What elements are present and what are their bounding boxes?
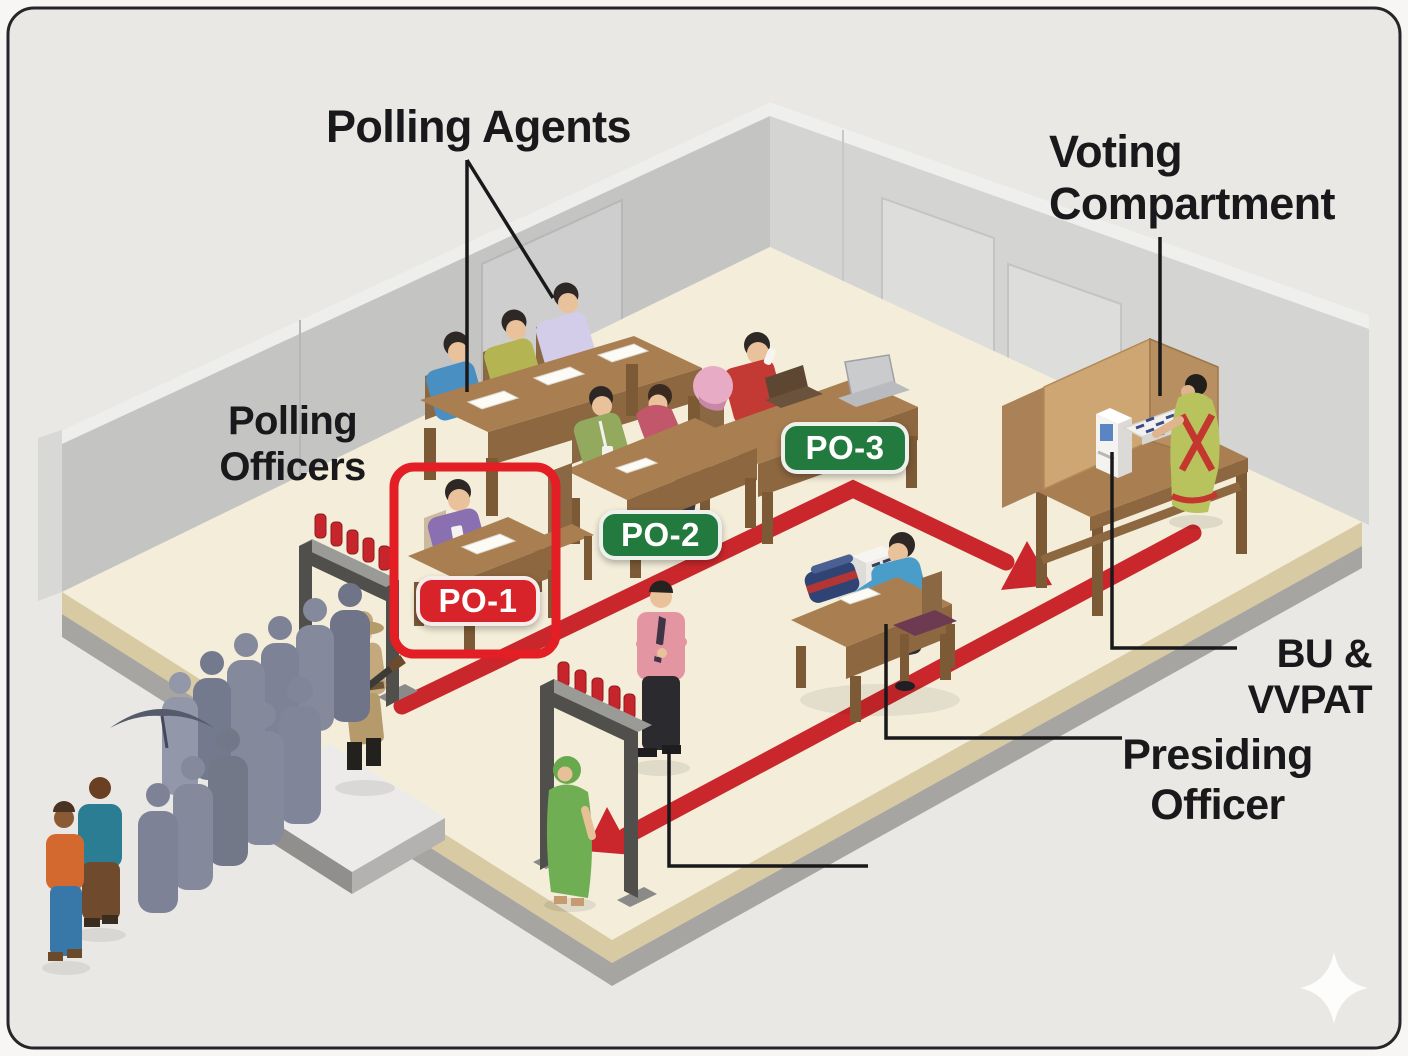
laptop-silver <box>838 354 910 407</box>
polling-officers-label: Polling Officers <box>219 399 366 490</box>
vvpat-machine <box>1096 408 1132 478</box>
sparkle-icon <box>1300 952 1368 1024</box>
flow-arrowhead-to-exit <box>585 807 633 855</box>
voter-orange-shirt <box>42 801 90 975</box>
polling-agents-label: Polling Agents <box>326 101 632 152</box>
pointer-presiding-officer <box>884 624 1122 740</box>
polling-bag <box>804 554 860 603</box>
voter-in-saree <box>1152 374 1223 529</box>
po2-badge: PO-2 <box>599 510 722 560</box>
register-paper <box>614 457 659 474</box>
umbrella <box>110 709 214 749</box>
agent-paper <box>466 390 520 410</box>
presiding-officer-label: Presiding Officer <box>1122 731 1313 829</box>
voting-compartment-group <box>1002 337 1248 616</box>
pointer-voter-flow <box>667 750 868 868</box>
presiding-officer-group <box>791 532 960 722</box>
voter-standing-pink-shirt <box>630 580 690 776</box>
voter-queue-silhouettes <box>110 583 370 913</box>
laptop-dark <box>765 365 823 408</box>
po1-badge: PO-1 <box>416 576 540 626</box>
po1-highlight-frame <box>389 462 561 659</box>
annotation-pointer-lines <box>465 159 1237 868</box>
voter-list-paper <box>460 533 517 555</box>
po3-badge: PO-3 <box>781 422 909 474</box>
agent-paper <box>532 366 586 386</box>
telephone-handset <box>763 347 776 365</box>
voter-exiting-green <box>544 756 596 912</box>
polling-officer-3 <box>723 332 785 425</box>
polling-agents-table-group <box>420 282 702 516</box>
voter-teal-shirt <box>74 777 126 942</box>
voting-compartment-label: Voting Compartment <box>1049 126 1336 230</box>
agent-paper <box>596 343 650 363</box>
voter-in-pink-scarf <box>693 366 733 411</box>
officer-chair <box>893 571 957 691</box>
bu-vvpat-label: BU & VVPAT <box>1247 632 1373 723</box>
officer-paper <box>836 587 882 605</box>
id-lanyard <box>598 420 608 449</box>
pointer-polling-agents-2 <box>465 159 555 299</box>
room-walls <box>38 102 1369 601</box>
pointer-bu-vvpat <box>1110 452 1237 650</box>
polling-agent-3 <box>535 282 597 374</box>
